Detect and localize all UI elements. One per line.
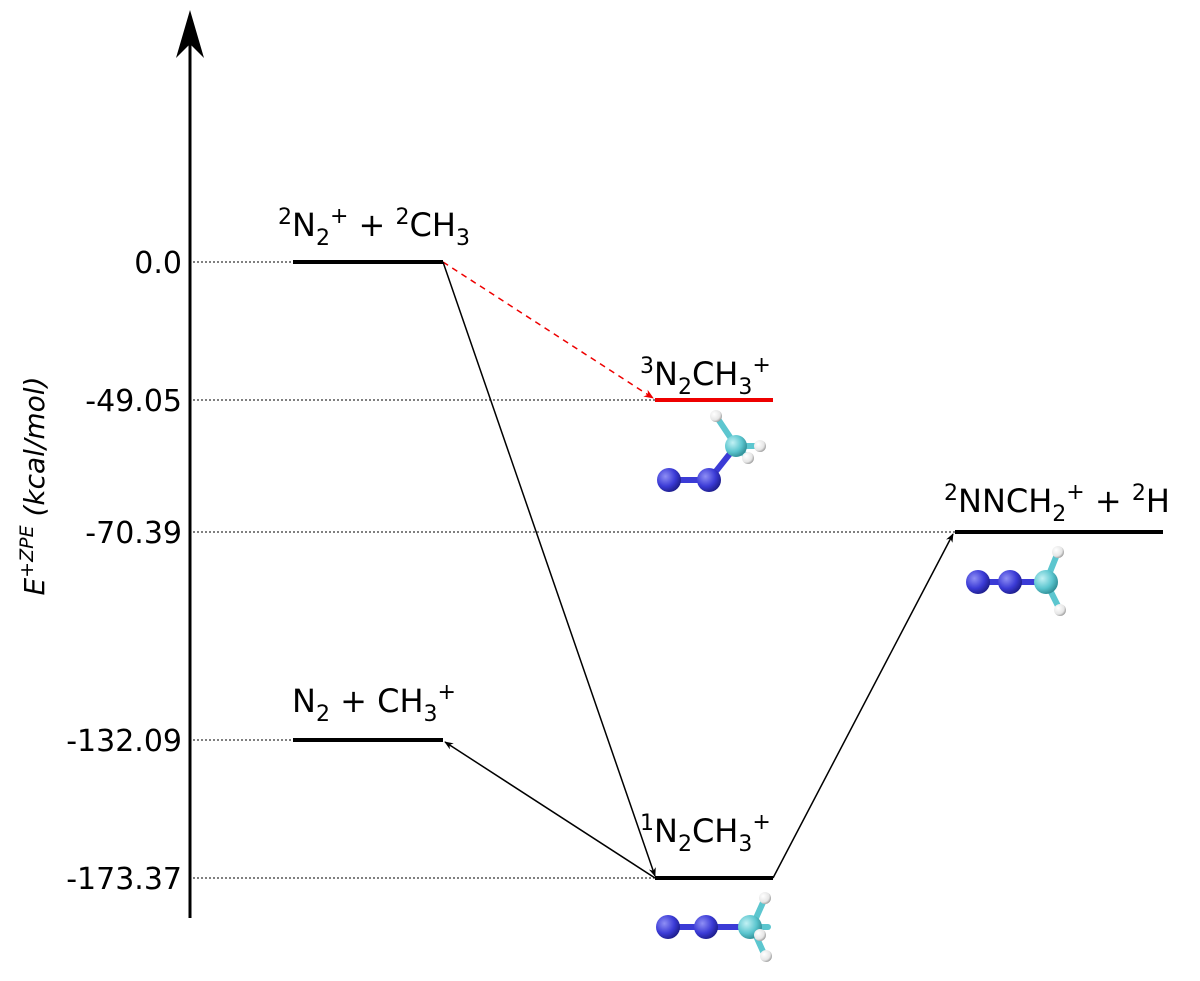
tick-label: -49.05 [85,384,182,419]
state-label-reactants: 2N2+ + 2CH3 [278,204,470,251]
tick-label: -70.39 [85,516,182,551]
tick-label: -173.37 [66,862,182,897]
carbon-atom [725,435,747,457]
tick-labels: 0.0 -49.05 -70.39 -132.09 -173.37 [66,246,182,897]
hydrogen-atom [760,950,772,962]
hydrogen-atom [759,892,771,904]
arrow-singlet-to-n2 [444,741,656,879]
arrow-singlet-to-products-h [772,533,954,879]
nitrogen-atom [697,468,721,492]
nitrogen-atom [657,468,681,492]
axis-arrowhead [176,10,204,58]
molecule-nnch2 [966,546,1066,616]
molecule-triplet [657,410,766,492]
nitrogen-atom [656,915,680,939]
hydrogen-atom [1054,604,1066,616]
hydrogen-atom [710,410,722,422]
hydrogen-atom [754,929,766,941]
spin-crossing-arrow [442,261,654,399]
state-label-triplet: 3N2CH3+ [640,353,771,400]
y-axis-label: E+ZPE (kcal/mol) [16,376,51,595]
hydrogen-atom [1052,546,1064,558]
arrow-reactants-to-singlet [442,261,656,877]
nitrogen-atom [966,570,990,594]
energy-levels [293,260,1163,880]
tick-label: 0.0 [134,246,182,281]
nitrogen-atom [998,570,1022,594]
hydrogen-atom [742,452,754,464]
state-label-products-h: 2NNCH2+ + 2H [944,480,1170,527]
molecule-singlet [656,892,772,962]
carbon-atom [1034,570,1058,594]
nitrogen-atom [694,915,718,939]
guide-lines [193,261,955,879]
state-label-singlet: 1N2CH3+ [640,810,771,857]
tick-label: -132.09 [66,724,182,759]
hydrogen-atom [754,440,766,452]
arrows [442,261,954,879]
state-label-products-n2: N2 + CH3+ [292,680,456,727]
